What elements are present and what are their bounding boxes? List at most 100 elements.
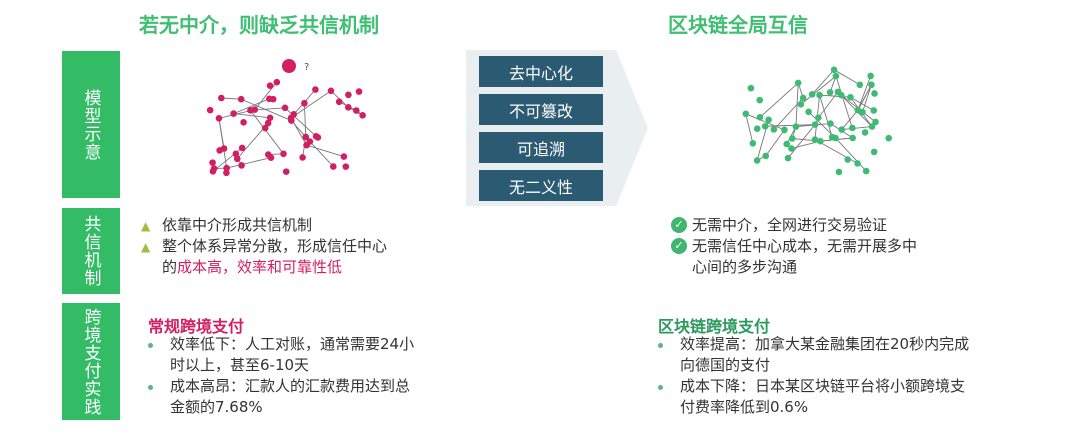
side-label-practice: 跨境支付实践: [62, 303, 120, 420]
network-node: [288, 117, 295, 124]
network-link: [226, 157, 272, 169]
network-node: [266, 82, 274, 89]
network-node: [266, 114, 274, 122]
network-node: [340, 153, 348, 160]
network-node: [765, 116, 772, 124]
network-link: [241, 98, 292, 121]
network-node: [753, 157, 761, 164]
network-node: [770, 126, 778, 133]
right-practice-heading: 区块链跨境支付: [658, 317, 771, 336]
feature-arrow: [466, 50, 648, 206]
feature-decentralized: 去中心化: [479, 56, 603, 87]
right-practice-line-4: 付费率降低到0.6%: [680, 398, 809, 416]
network-node: [261, 124, 269, 132]
left-practice-bullet-1: 效率低下：人工对账，通常需要24小 时以上，甚至6-10天: [148, 334, 414, 376]
network-node: [238, 144, 246, 152]
network-node: [854, 160, 861, 167]
bullet-dot: [148, 343, 153, 348]
question-mark: ?: [304, 62, 309, 73]
left-trust-item-2: 整个体系异常分散，形成信任中心: [162, 237, 388, 255]
network-node: [761, 122, 769, 130]
pin-icon: ▲: [141, 219, 151, 233]
network-node: [359, 112, 366, 119]
network-link: [745, 113, 754, 144]
network-node: [215, 114, 223, 122]
bullet-dot: [658, 385, 663, 390]
network-node: [306, 138, 314, 145]
network-link: [835, 137, 867, 172]
network-link: [759, 82, 799, 118]
network-node: [835, 168, 843, 176]
network-link: [765, 129, 785, 157]
network-link: [233, 98, 270, 115]
network-node: [872, 118, 879, 126]
right-trust-item-1: 无需中介，全网进行交易验证: [692, 216, 888, 234]
network-node: [327, 87, 335, 95]
network-node: [784, 154, 792, 162]
network-node: [868, 123, 876, 130]
network-node: [849, 134, 856, 142]
network-node: [264, 119, 272, 127]
network-node: [267, 154, 275, 161]
network-node: [209, 168, 217, 175]
bullet-dot: [148, 385, 153, 390]
network-node: [862, 167, 870, 175]
network-node: [871, 90, 878, 97]
network-node: [805, 108, 812, 116]
left-trust-highlight: 成本高，效率和可靠性低: [177, 258, 343, 276]
network-node: [302, 133, 310, 141]
side-label-trust: 共信机制: [62, 208, 120, 294]
network-node: [240, 119, 247, 126]
network-link: [309, 141, 334, 167]
network-link: [765, 124, 816, 127]
network-link: [819, 94, 851, 98]
right-practice-bullet-1: 效率提高：加拿大某金融集团在20秒内完成 向德国的支付: [658, 334, 969, 376]
network-node: [788, 145, 795, 152]
network-node: [817, 137, 824, 145]
decentralized-network-diagram: [742, 66, 893, 176]
network-link: [221, 97, 242, 100]
network-link: [819, 94, 833, 138]
network-link: [795, 82, 799, 127]
check-icon: ✓: [671, 238, 687, 254]
check-icon: ✓: [671, 217, 687, 233]
network-node: [762, 152, 770, 160]
network-node: [345, 91, 352, 99]
network-node: [885, 134, 893, 142]
network-link: [811, 69, 835, 95]
network-link: [857, 75, 872, 111]
side-label-trust-text: 共信机制: [80, 215, 101, 287]
right-trust-item-2: 无需信任中心成本，无需开展多中: [692, 237, 918, 255]
right-title: 区块链全局互信: [668, 13, 808, 37]
network-node: [206, 106, 214, 114]
network-node: [811, 121, 819, 128]
network-node: [237, 95, 245, 103]
network-node: [230, 110, 237, 117]
network-node: [280, 150, 287, 158]
missing-intermediary-node: [282, 59, 296, 73]
network-node: [232, 150, 240, 158]
network-node: [747, 84, 755, 92]
network-link: [250, 110, 284, 155]
network-link: [800, 75, 837, 105]
right-practice-bullet-2: 成本下降：日本某区块链平台将小额跨境支 付费率降低到0.6%: [658, 376, 965, 418]
network-link: [290, 90, 332, 119]
network-node: [355, 88, 363, 95]
network-node: [847, 93, 854, 101]
left-trust-item-2-cont: 的成本高，效率和可靠性低: [162, 257, 342, 278]
network-node: [868, 81, 875, 89]
network-node: [867, 72, 874, 80]
left-practice-heading: 常规跨境支付: [148, 317, 245, 336]
network-link: [233, 113, 271, 119]
right-practice-line-1: 效率提高：加拿大某金融集团在20秒内完成: [680, 335, 970, 353]
right-practice-line-3: 成本下降：日本某区块链平台将小额跨境支: [680, 377, 966, 395]
network-node: [783, 140, 791, 148]
left-title: 若无中介，则缺乏共信机制: [139, 13, 379, 37]
bullet-dot: [658, 343, 663, 348]
network-link: [857, 84, 872, 111]
network-node: [838, 126, 845, 133]
network-node: [816, 91, 823, 99]
network-node: [247, 106, 254, 114]
network-link: [808, 111, 836, 139]
network-node: [797, 101, 805, 108]
